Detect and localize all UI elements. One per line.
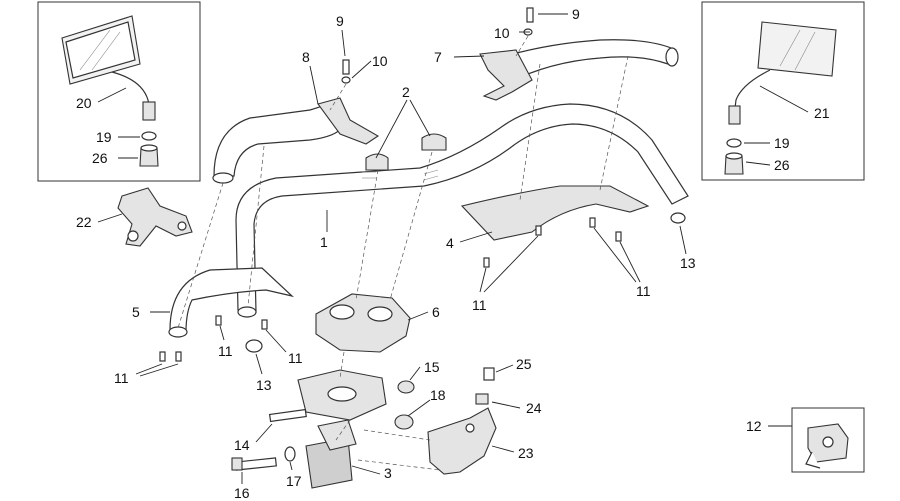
lower-mount-parts [117,7,686,489]
label-9-right: 9 [572,6,580,22]
label-22: 22 [76,214,92,230]
label-10-left: 10 [372,53,388,69]
label-11-center-left: 11 [218,343,233,359]
upper-handlebar-parts [168,39,689,338]
right-mirror-inset [701,1,865,181]
label-17: 17 [286,473,302,489]
label-11-center: 11 [288,350,303,366]
label-2: 2 [402,84,410,100]
label-26-left: 26 [92,150,108,166]
label-19-left: 19 [96,129,112,145]
label-26-right: 26 [774,157,790,173]
label-7: 7 [434,49,442,65]
label-11-left: 11 [114,370,129,386]
clip-nut-inset [791,407,865,473]
part-number-labels: 20 19 26 22 8 9 10 7 10 9 2 1 5 11 11 11… [76,6,830,501]
label-5: 5 [132,304,140,320]
label-25: 25 [516,356,532,372]
label-20: 20 [76,95,92,111]
label-15: 15 [424,359,440,375]
label-24: 24 [526,400,542,416]
label-21: 21 [814,105,830,121]
assembly-guide-lines [177,35,629,471]
label-16: 16 [234,485,250,501]
label-3: 3 [384,465,392,481]
label-1: 1 [320,234,328,250]
label-14: 14 [234,437,250,453]
left-mirror-inset [37,1,201,182]
label-8: 8 [302,49,310,65]
label-18: 18 [430,387,446,403]
label-13-right: 13 [680,255,696,271]
label-13-left: 13 [256,377,272,393]
label-23: 23 [518,445,534,461]
label-6: 6 [432,304,440,320]
label-11-right-center: 11 [472,297,487,313]
label-4: 4 [446,235,454,251]
label-19-right: 19 [774,135,790,151]
label-11-right: 11 [636,283,651,299]
label-9-left: 9 [336,13,344,29]
label-12: 12 [746,418,762,434]
label-10-right: 10 [494,25,510,41]
leader-lines [97,13,809,484]
